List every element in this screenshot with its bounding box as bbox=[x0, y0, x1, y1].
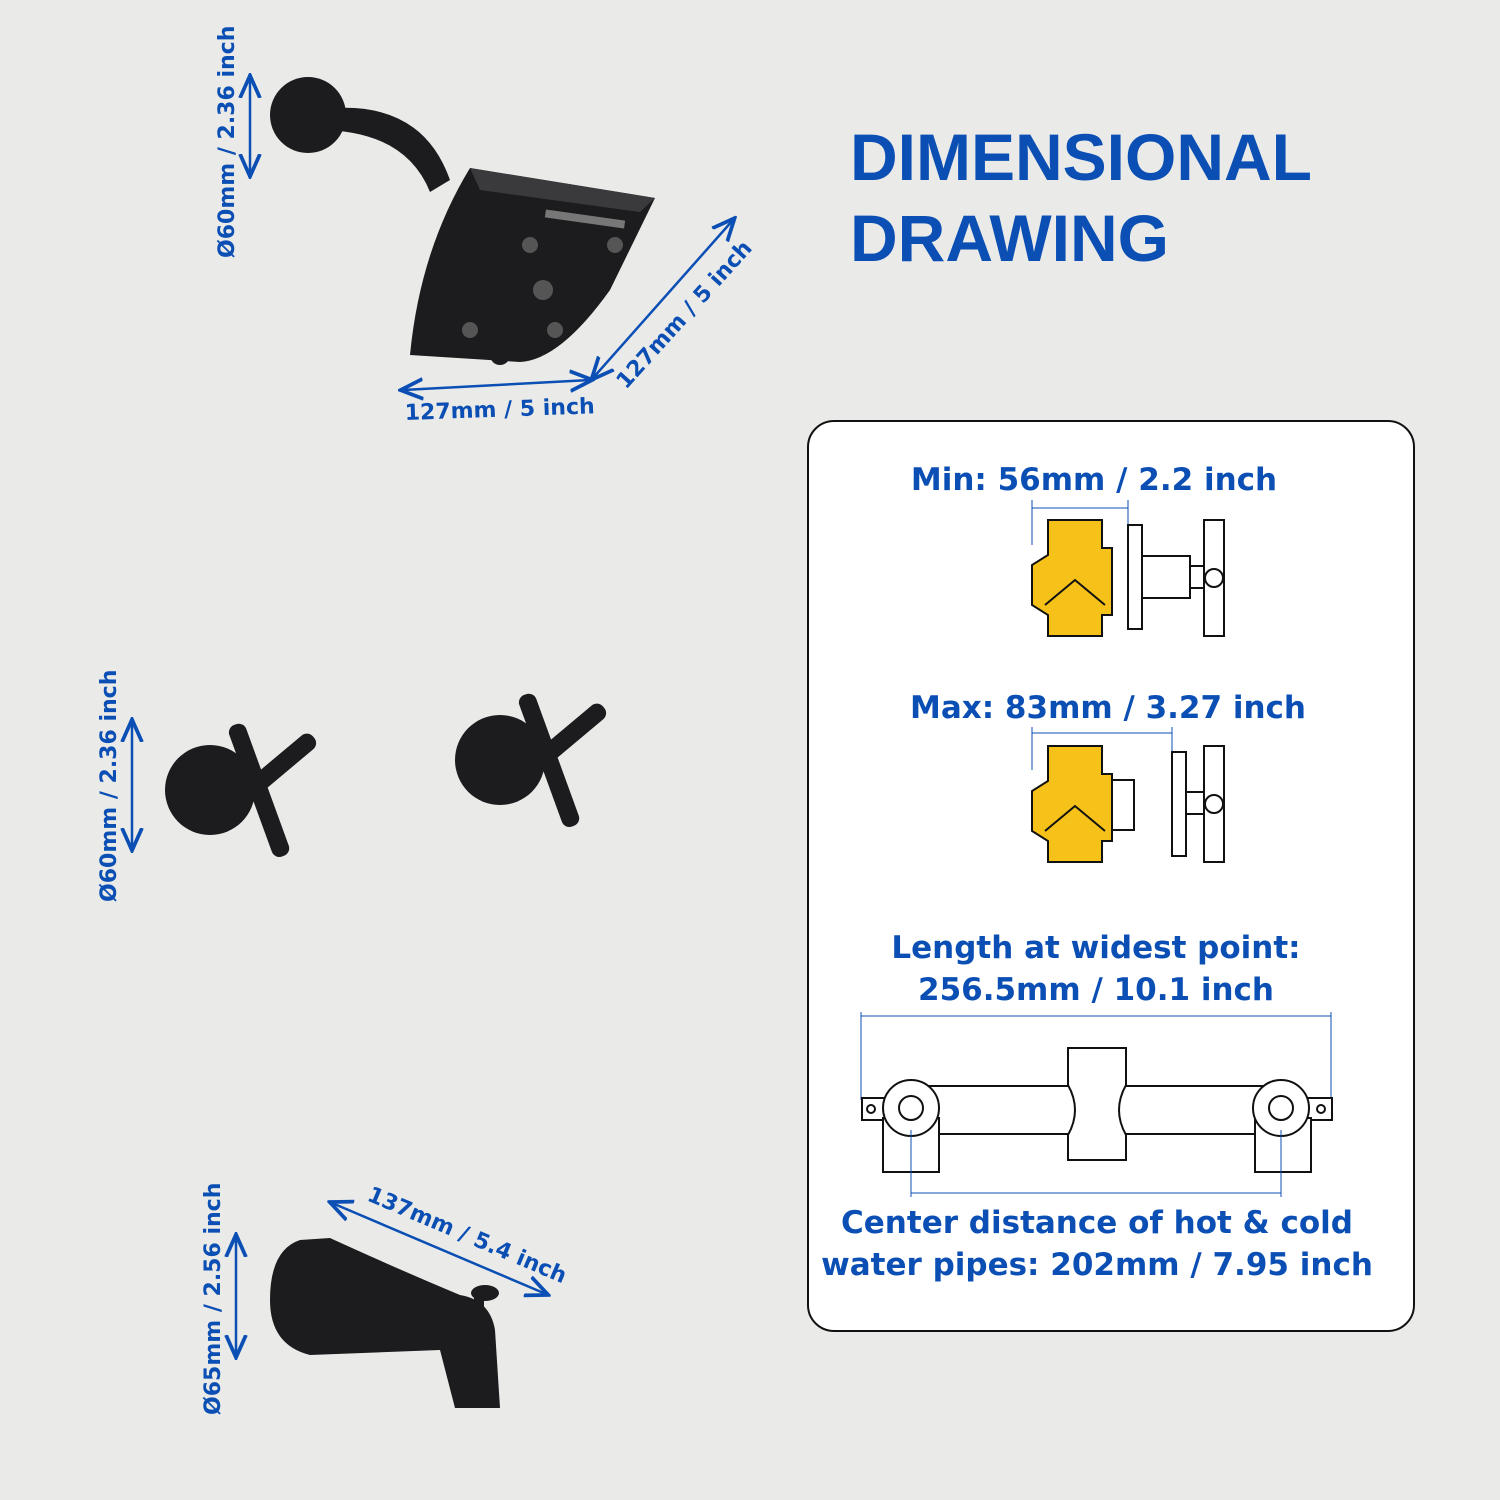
shower-head bbox=[270, 77, 655, 365]
title-line2: DRAWING bbox=[850, 201, 1169, 275]
shower-head-depth: 127mm / 5 inch bbox=[612, 236, 758, 394]
widest-length-line1: Length at widest point: bbox=[891, 930, 1300, 966]
valve-max-diagram bbox=[1031, 727, 1225, 863]
tub-spout bbox=[270, 1238, 500, 1408]
handle-right bbox=[455, 693, 607, 827]
handle-left bbox=[165, 723, 317, 857]
max-depth-label: Max: 83mm / 3.27 inch bbox=[910, 690, 1306, 726]
center-distance-line2: water pipes: 202mm / 7.95 inch bbox=[821, 1247, 1373, 1283]
handle-flange-dimension: Ø60mm / 2.36 inch bbox=[97, 670, 122, 902]
valve-min-diagram bbox=[1031, 500, 1225, 637]
valve-body-diagram bbox=[860, 1012, 1333, 1197]
spout-flange-dimension: Ø65mm / 2.56 inch bbox=[201, 1183, 226, 1415]
center-distance-line1: Center distance of hot & cold bbox=[841, 1205, 1353, 1241]
min-depth-label: Min: 56mm / 2.2 inch bbox=[911, 462, 1277, 498]
shower-head-width: 127mm / 5 inch bbox=[404, 394, 595, 426]
shower-flange-dimension: Ø60mm / 2.36 inch bbox=[215, 26, 240, 258]
widest-length-line2: 256.5mm / 10.1 inch bbox=[918, 972, 1274, 1008]
title-line1: DIMENSIONAL bbox=[850, 120, 1312, 194]
